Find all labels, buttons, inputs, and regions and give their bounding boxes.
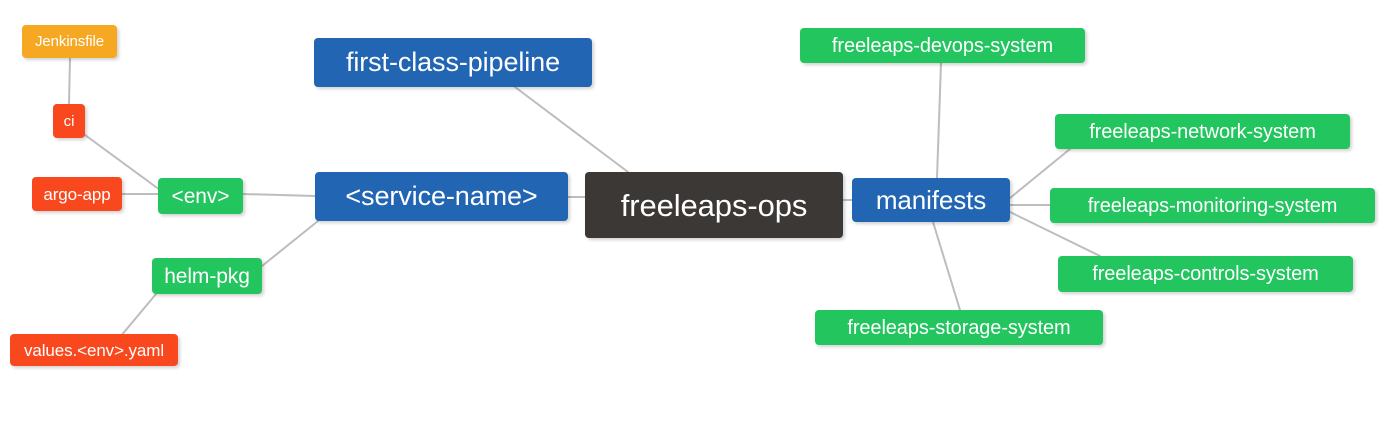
mindmap-node-helm-pkg[interactable]: helm-pkg: [152, 258, 262, 294]
mindmap-node-label: ci: [63, 112, 75, 130]
mindmap-node-freeleaps-ops[interactable]: freeleaps-ops: [585, 172, 843, 238]
mindmap-node-freeleaps-devops-system[interactable]: freeleaps-devops-system: [800, 28, 1085, 63]
mindmap-node-label: freeleaps-storage-system: [847, 316, 1071, 339]
mindmap-node-label: <service-name>: [345, 181, 538, 211]
mindmap-edge: [936, 62, 942, 179]
mindmap-node-label: <env>: [171, 184, 230, 208]
mindmap-node-label: freeleaps-network-system: [1089, 120, 1316, 143]
mindmap-node-label: first-class-pipeline: [345, 47, 561, 77]
mindmap-node-freeleaps-storage-system[interactable]: freeleaps-storage-system: [815, 310, 1103, 345]
mindmap-node-manifests[interactable]: manifests: [852, 178, 1010, 222]
mindmap-node-ci[interactable]: ci: [53, 104, 85, 138]
mindmap-node-label: manifests: [875, 185, 987, 215]
mindmap-node-label: argo-app: [43, 184, 111, 204]
mindmap-edge: [514, 86, 629, 173]
mindmap-node-freeleaps-controls-system[interactable]: freeleaps-controls-system: [1058, 256, 1353, 292]
mindmap-node-values-env-yaml[interactable]: values.<env>.yaml: [10, 334, 178, 366]
mindmap-node-freeleaps-network-system[interactable]: freeleaps-network-system: [1055, 114, 1350, 149]
mindmap-edge: [68, 57, 71, 105]
mindmap-node-freeleaps-monitoring-system[interactable]: freeleaps-monitoring-system: [1050, 188, 1375, 223]
mindmap-node-label: Jenkinsfile: [35, 33, 104, 50]
mindmap-edge: [242, 193, 316, 197]
mindmap-node-first-class-pipeline[interactable]: first-class-pipeline: [314, 38, 592, 87]
mindmap-edge: [119, 293, 157, 338]
mindmap-node-label: freeleaps-devops-system: [831, 34, 1054, 57]
mindmap-node-service-name[interactable]: <service-name>: [315, 172, 568, 221]
mindmap-node-label: freeleaps-monitoring-system: [1087, 194, 1338, 217]
mindmap-node-label: values.<env>.yaml: [23, 340, 165, 360]
mindmap-node-argo-app[interactable]: argo-app: [32, 177, 122, 211]
mindmap-node-label: freeleaps-ops: [620, 187, 808, 223]
mindmap-node-env[interactable]: <env>: [158, 178, 243, 214]
mindmap-edge: [932, 221, 961, 311]
mindmap-node-Jenkinsfile[interactable]: Jenkinsfile: [22, 25, 117, 58]
mindmap-node-label: helm-pkg: [164, 264, 250, 288]
mindmap-node-label: freeleaps-controls-system: [1092, 263, 1319, 285]
mindmap-edge: [261, 220, 319, 267]
